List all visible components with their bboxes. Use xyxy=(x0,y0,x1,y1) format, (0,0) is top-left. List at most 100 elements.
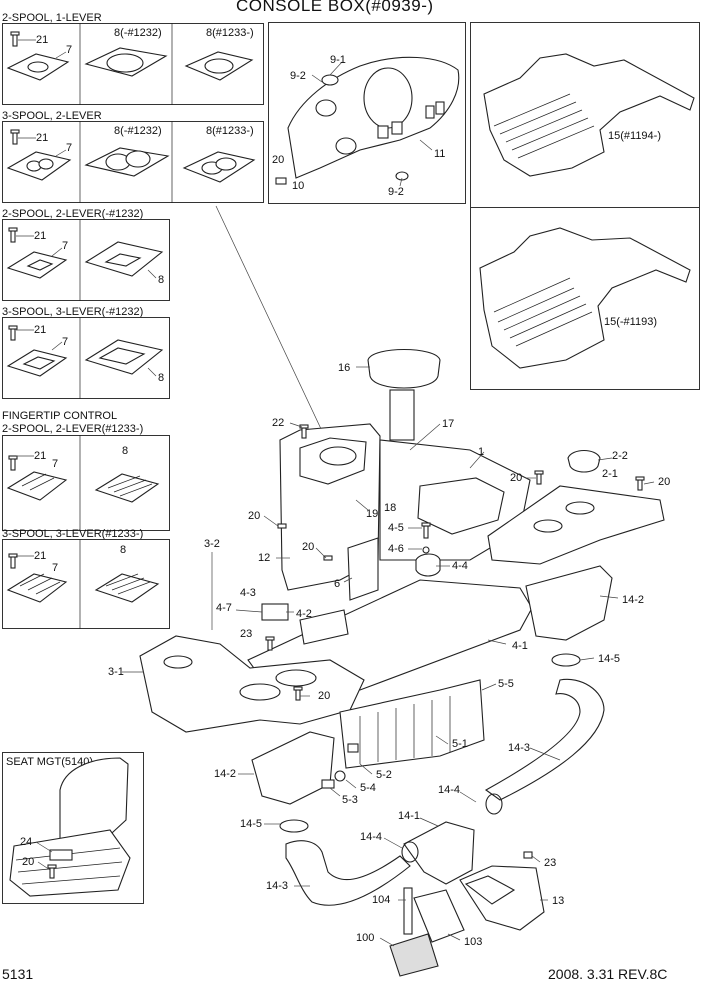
floor-plate-upper xyxy=(483,53,695,177)
variant-2-header: 3-SPOOL, 2-LEVER xyxy=(2,110,102,122)
v2-label-8b: 8(#1233-) xyxy=(206,125,254,137)
v6-label-7: 7 xyxy=(52,562,59,574)
dash-label-20: 20 xyxy=(272,154,285,166)
v3-label-8: 8 xyxy=(158,274,165,286)
floor-plate-divider xyxy=(470,207,700,208)
variant-1-panel xyxy=(2,23,264,105)
diagram-title: CONSOLE BOX(#0939-) xyxy=(236,0,434,15)
bolts xyxy=(265,424,645,701)
callout-14-5-a: 14-5 xyxy=(598,653,621,665)
callout-2-2: 2-2 xyxy=(612,450,628,462)
variant-3-header: 2-SPOOL, 2-LEVER(-#1232) xyxy=(2,208,144,220)
callout-5-1: 5-1 xyxy=(452,738,468,750)
callout-13: 13 xyxy=(552,895,565,907)
floor-plate-panel xyxy=(470,22,700,390)
v1-label-7: 7 xyxy=(66,44,73,56)
v6-label-21: 21 xyxy=(34,550,47,562)
dash-label-9-1: 9-1 xyxy=(330,54,346,66)
variant-3-panel xyxy=(2,219,170,301)
dash-label-9-2-top: 9-2 xyxy=(290,70,306,82)
variant-4-header: 3-SPOOL, 3-LEVER(-#1232) xyxy=(2,306,144,318)
floor-label-lower: 15(-#1193) xyxy=(604,316,657,328)
v2-label-8a: 8(-#1232) xyxy=(114,125,162,137)
callout-3-2: 3-2 xyxy=(204,538,220,550)
variant-2-parts xyxy=(6,129,256,183)
callout-2-1: 2-1 xyxy=(602,468,618,480)
callout-14-5-b: 14-5 xyxy=(240,818,263,830)
variant-6-header: 3-SPOOL, 3-LEVER(#1233-) xyxy=(2,528,144,540)
page-number: 5131 xyxy=(2,966,34,982)
variant-4-parts xyxy=(6,325,164,377)
callout-17: 17 xyxy=(442,418,455,430)
variant-6-panel xyxy=(2,539,170,629)
callout-4-6: 4-6 xyxy=(388,543,404,555)
callout-6: 6 xyxy=(334,578,341,590)
callout-23-b: 23 xyxy=(544,857,557,869)
variant-4-panel xyxy=(2,317,170,399)
variant-5-parts xyxy=(6,455,160,503)
v2-label-7: 7 xyxy=(66,142,73,154)
variant-5-header-2: 2-SPOOL, 2-LEVER(#1233-) xyxy=(2,423,144,435)
callout-4-3: 4-3 xyxy=(240,587,256,599)
leader-lines xyxy=(16,39,655,947)
floor-plate-lower xyxy=(479,227,691,369)
callout-12: 12 xyxy=(258,552,271,564)
callout-5-5: 5-5 xyxy=(498,678,514,690)
v6-label-8: 8 xyxy=(120,544,127,556)
console-main-drawing xyxy=(139,348,665,977)
callout-16: 16 xyxy=(338,362,351,374)
callout-23-a: 23 xyxy=(240,628,253,640)
v3-label-21: 21 xyxy=(34,230,47,242)
variant-6-parts xyxy=(6,553,160,603)
callout-14-2-b: 14-2 xyxy=(214,768,237,780)
floor-label-upper: 15(#1194-) xyxy=(608,130,661,142)
seat-header: SEAT MGT(5140) xyxy=(6,756,94,768)
callout-14-4-b: 14-4 xyxy=(360,831,383,843)
v2-label-21: 21 xyxy=(36,132,49,144)
seat-label-24: 24 xyxy=(20,836,33,848)
callout-14-2-a: 14-2 xyxy=(622,594,645,606)
v5-label-21: 21 xyxy=(34,450,47,462)
callout-4-5: 4-5 xyxy=(388,522,404,534)
callout-4-2: 4-2 xyxy=(296,608,312,620)
v1-label-8b: 8(#1233-) xyxy=(206,27,254,39)
variant-3-parts xyxy=(6,227,164,279)
v3-label-7: 7 xyxy=(62,240,69,252)
callout-5-4: 5-4 xyxy=(360,782,376,794)
callout-4-4: 4-4 xyxy=(452,560,468,572)
seat-drawing xyxy=(9,757,131,897)
callout-20-c: 20 xyxy=(248,510,261,522)
callout-5-2: 5-2 xyxy=(376,769,392,781)
seat-panel xyxy=(2,752,144,904)
v1-label-8a: 8(-#1232) xyxy=(114,27,162,39)
dash-label-11: 11 xyxy=(434,148,446,160)
callout-18: 18 xyxy=(384,502,397,514)
callout-103: 103 xyxy=(464,936,483,948)
v1-label-21: 21 xyxy=(36,34,49,46)
v5-label-7: 7 xyxy=(52,458,59,470)
callout-14-1: 14-1 xyxy=(398,810,421,822)
variant-2-panel xyxy=(2,121,264,203)
variant-1-header: 2-SPOOL, 1-LEVER xyxy=(2,12,102,24)
callout-19: 19 xyxy=(366,508,379,520)
variant-5-header: FINGERTIP CONTROL xyxy=(2,410,118,422)
callout-4-7: 4-7 xyxy=(216,602,232,614)
callout-3-1: 3-1 xyxy=(108,666,124,678)
v4-label-7: 7 xyxy=(62,336,69,348)
callout-20-b: 20 xyxy=(658,476,671,488)
callout-14-3-a: 14-3 xyxy=(508,742,531,754)
dash-label-10: 10 xyxy=(292,180,305,192)
dashboard-cover-drawing xyxy=(275,56,460,187)
callout-100: 100 xyxy=(356,932,375,944)
callout-104: 104 xyxy=(372,894,391,906)
callout-22: 22 xyxy=(272,417,285,429)
revision-label: 2008. 3.31 REV.8C xyxy=(548,966,668,982)
callout-14-4-a: 14-4 xyxy=(438,784,461,796)
v5-label-8: 8 xyxy=(122,445,129,457)
callout-14-3-b: 14-3 xyxy=(266,880,289,892)
callout-20-a: 20 xyxy=(510,472,523,484)
variant-5-panel xyxy=(2,435,170,531)
dashboard-panel xyxy=(268,22,466,204)
callout-1: 1 xyxy=(478,446,485,458)
